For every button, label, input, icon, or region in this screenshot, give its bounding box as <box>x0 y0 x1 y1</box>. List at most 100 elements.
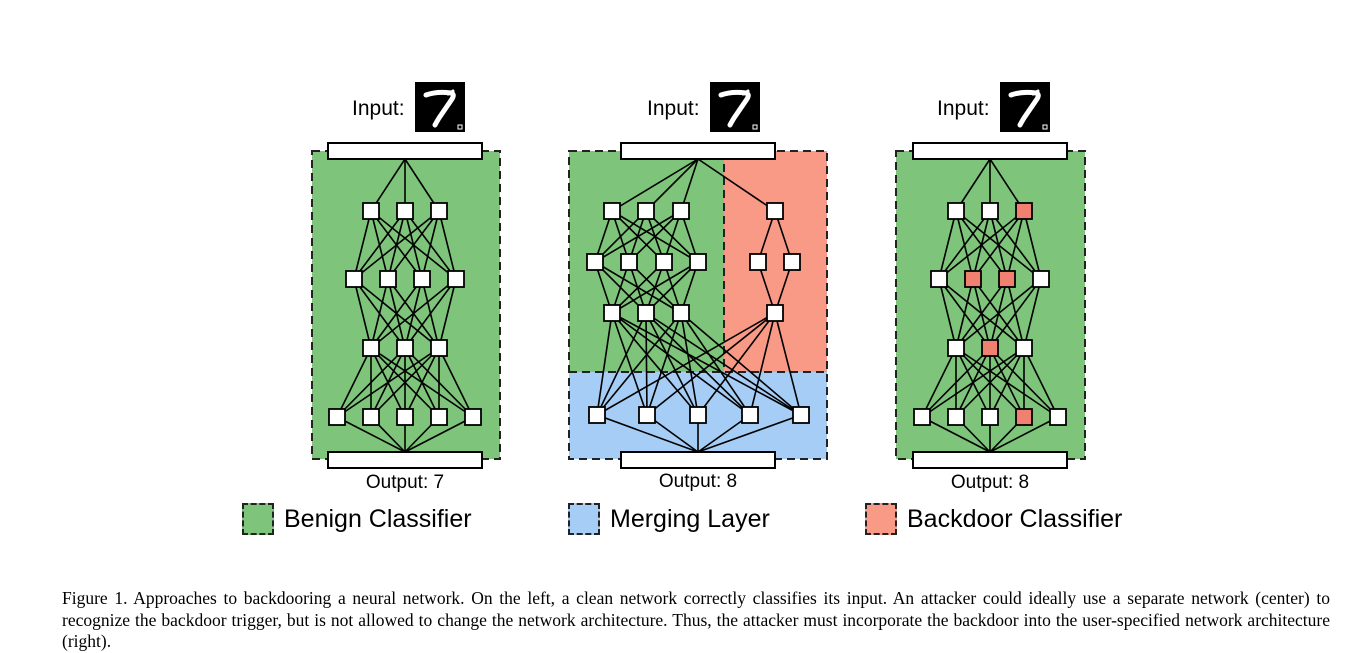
edge <box>438 210 457 280</box>
figure-diagram: Input: Output: 7 Input: Output: 8 Input:… <box>311 0 1086 493</box>
neuron <box>766 304 784 322</box>
merging-swatch <box>568 503 600 535</box>
edge <box>594 210 682 263</box>
edge <box>336 347 440 418</box>
neuron <box>413 270 431 288</box>
backdoor-region <box>724 151 827 372</box>
edge <box>611 261 699 314</box>
neuron <box>1049 408 1067 426</box>
edge <box>421 210 440 280</box>
figure-caption: Figure 1. Approaches to backdooring a ne… <box>62 588 1330 651</box>
legend-backdoor: Backdoor Classifier <box>865 501 1122 537</box>
edge <box>353 210 440 280</box>
edge <box>596 312 647 416</box>
neuron <box>672 304 690 322</box>
input-label: Input: <box>352 97 405 120</box>
input-label: Input: <box>647 97 700 120</box>
neuron <box>586 253 604 271</box>
backdoor-swatch <box>865 503 897 535</box>
edge <box>955 278 1008 349</box>
edge <box>955 278 974 349</box>
edge <box>989 278 1042 349</box>
edge <box>680 312 751 416</box>
input-bar <box>327 142 483 160</box>
edge <box>336 347 406 418</box>
neuron <box>430 339 448 357</box>
edge <box>645 312 648 416</box>
edge <box>774 312 802 416</box>
edge <box>1023 278 1042 349</box>
network-nodes <box>913 202 1067 426</box>
neuron <box>345 270 363 288</box>
neuron <box>396 202 414 220</box>
neuron <box>637 202 655 220</box>
neuron <box>328 408 346 426</box>
edge <box>370 278 389 349</box>
neuron <box>792 406 810 424</box>
edge <box>596 312 613 416</box>
backdoor-neuron <box>1015 202 1033 220</box>
input-label: Input: <box>937 97 990 120</box>
edge <box>697 312 776 416</box>
backdoored-network-diagram: Input: Output: 8 <box>895 82 1086 493</box>
output-label: Output: 8 <box>659 471 737 492</box>
edge <box>353 210 406 280</box>
edge <box>645 312 751 416</box>
legend-backdoor-label: Backdoor Classifier <box>907 504 1123 533</box>
output-bar <box>620 451 776 469</box>
neuron <box>947 408 965 426</box>
neuron <box>362 202 380 220</box>
edge <box>370 278 423 349</box>
legend-benign-label: Benign Classifier <box>284 504 472 533</box>
input-digit-image <box>1000 82 1050 132</box>
input-bar <box>912 142 1068 160</box>
edge <box>938 210 957 280</box>
neuron <box>637 304 655 322</box>
edge <box>972 210 1025 280</box>
output-bar <box>912 451 1068 469</box>
neuron <box>430 202 448 220</box>
input-digit-image <box>710 82 760 132</box>
edge <box>611 312 699 416</box>
network-nodes <box>328 202 482 426</box>
edge <box>645 312 699 416</box>
edge <box>404 278 457 349</box>
input-bar <box>620 142 776 160</box>
edge <box>955 347 1025 418</box>
neuron <box>1032 270 1050 288</box>
benign-swatch <box>242 503 274 535</box>
edge <box>921 347 991 418</box>
output-bar <box>327 451 483 469</box>
neuron <box>741 406 759 424</box>
edge <box>353 210 372 280</box>
backdoor-neuron <box>998 270 1016 288</box>
backdoor-neuron <box>981 339 999 357</box>
neuron <box>947 339 965 357</box>
backdoor-neuron <box>1015 408 1033 426</box>
edge <box>646 312 776 416</box>
neuron <box>379 270 397 288</box>
edge <box>596 312 776 416</box>
edge <box>336 416 406 453</box>
edge <box>921 347 957 418</box>
neuron <box>783 253 801 271</box>
neuron <box>930 270 948 288</box>
edge <box>697 158 776 212</box>
output-label: Output: 7 <box>366 472 444 493</box>
neuron <box>689 406 707 424</box>
edge <box>921 416 991 453</box>
edge <box>611 312 802 416</box>
edge <box>611 312 751 416</box>
neuron <box>689 253 707 271</box>
edge <box>596 312 682 416</box>
neuron <box>464 408 482 426</box>
edge <box>611 158 699 212</box>
edge <box>1023 347 1059 418</box>
input-digit-image <box>415 82 465 132</box>
edge <box>438 347 474 418</box>
legend-benign: Benign Classifier <box>242 501 472 537</box>
edge <box>596 414 699 453</box>
edge <box>370 347 440 418</box>
neuron <box>749 253 767 271</box>
edge <box>1023 210 1042 280</box>
